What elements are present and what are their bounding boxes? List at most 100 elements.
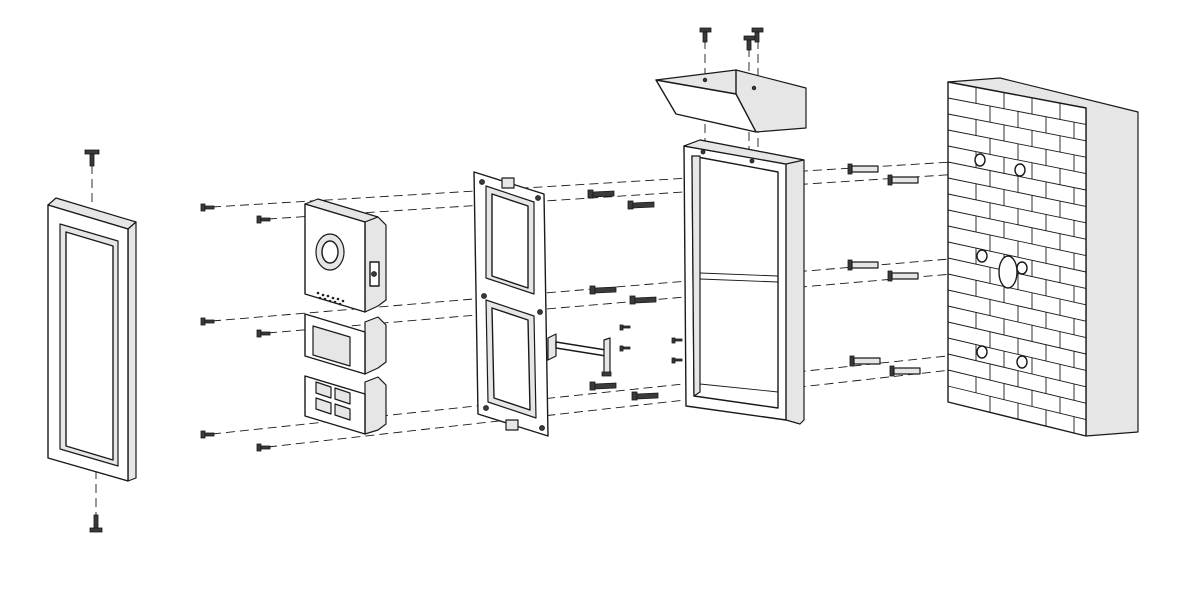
wall-anchor — [889, 365, 921, 377]
brick-row-line — [947, 161, 1087, 191]
support-arm-foot — [601, 371, 612, 377]
wall-anchor — [847, 163, 879, 175]
wall-anchor — [887, 270, 919, 282]
wall-drill-hole — [1016, 261, 1028, 275]
wall-drill-hole — [1016, 355, 1028, 369]
small-screws — [619, 324, 683, 364]
small-screw — [671, 357, 683, 364]
bracket-hole — [539, 425, 545, 431]
brick-row-line — [947, 177, 1087, 207]
hood-screw — [751, 27, 764, 43]
keypad-button-icon — [334, 403, 351, 421]
bracket-opening-upper-inner — [491, 193, 529, 289]
frame-cover — [47, 197, 137, 482]
camera-led-icon — [371, 271, 377, 277]
long-screws — [587, 189, 659, 401]
frame-cover-side-edge — [127, 221, 137, 482]
back-box-inner-wall — [691, 155, 701, 397]
bracket-bottom-tab — [505, 419, 519, 431]
assembly-lines — [91, 40, 1023, 515]
small-screw — [671, 337, 683, 344]
brick-pattern — [947, 87, 1087, 434]
metal-support-arm — [547, 333, 612, 377]
brick-wall-face — [947, 81, 1087, 437]
brick-row-line — [947, 129, 1087, 158]
bracket-top-tab — [501, 177, 515, 189]
brick-row-line — [947, 337, 1087, 371]
back-box-inner — [691, 155, 779, 409]
brick-row-line — [947, 113, 1087, 142]
wall-anchor — [887, 174, 919, 186]
hood-screw — [699, 27, 712, 43]
long-screw — [589, 381, 617, 391]
brick-row-line — [947, 353, 1087, 388]
rain-hood-front — [655, 79, 757, 133]
brick-row-line — [947, 273, 1087, 306]
wall-drill-hole — [974, 153, 986, 167]
brick-row-line — [947, 305, 1087, 339]
bracket-hole — [535, 195, 541, 201]
frame-screw-bottom — [89, 514, 103, 533]
wall-drill-hole — [976, 249, 988, 263]
front-screw — [256, 329, 271, 338]
brick-row-line — [947, 97, 1087, 125]
rain-hood-hole — [702, 77, 708, 83]
front-screw — [200, 203, 215, 212]
front-screw — [200, 317, 215, 326]
back-box-bottom-ledge — [699, 383, 779, 393]
wall-drill-hole — [976, 345, 988, 359]
brick-row-line — [947, 289, 1087, 322]
back-box-divider — [699, 272, 779, 277]
support-arm-plate — [547, 333, 557, 361]
camera-lens-icon — [321, 240, 339, 264]
brick-row-line — [947, 385, 1087, 421]
hood-screws — [699, 27, 764, 51]
small-screw — [619, 345, 631, 352]
support-arm-end — [603, 337, 611, 375]
long-screw — [587, 189, 615, 199]
back-box-divider — [699, 278, 779, 283]
small-screw — [619, 324, 631, 331]
hood-screw — [743, 35, 756, 51]
long-screw — [627, 200, 655, 210]
bracket-hole — [537, 309, 543, 315]
keypad-button-icon — [315, 397, 332, 415]
speaker-grille-icon — [316, 291, 345, 306]
keypad-module — [304, 375, 387, 435]
wall-anchors — [847, 163, 921, 377]
bracket-opening-lower-inner — [491, 307, 531, 411]
wall-drill-hole — [1014, 163, 1026, 177]
brick-row-line — [947, 321, 1087, 355]
bracket-hole — [479, 179, 485, 185]
back-box-top-rim — [683, 139, 805, 165]
brick-row-line — [947, 193, 1087, 224]
wall-anchor — [849, 355, 881, 367]
keypad-button-icon — [334, 387, 351, 405]
assembly-line-bot-2 — [267, 361, 1023, 448]
long-screw — [589, 285, 617, 295]
display-module-body — [364, 316, 387, 375]
back-box-hole — [749, 158, 755, 164]
display-module — [304, 313, 387, 375]
bracket-hole — [481, 293, 487, 299]
brick-row-line — [947, 369, 1087, 404]
display-screen — [312, 325, 351, 367]
brick-row-line — [947, 209, 1087, 240]
mounting-bracket — [473, 171, 549, 437]
long-screw — [631, 391, 659, 401]
back-box-hole — [700, 149, 706, 155]
keypad-button-icon — [315, 381, 332, 399]
brick-wall — [947, 77, 1139, 437]
front-screw — [200, 430, 215, 439]
rain-hood — [655, 69, 807, 133]
brick-row-line — [947, 241, 1087, 273]
rain-hood-hole — [751, 85, 757, 91]
long-screw — [629, 295, 657, 305]
front-screw — [256, 215, 271, 224]
wall-cable-hole — [998, 255, 1018, 289]
front-screw — [256, 443, 271, 452]
front-screws — [200, 203, 271, 452]
brick-row-line — [947, 145, 1087, 175]
